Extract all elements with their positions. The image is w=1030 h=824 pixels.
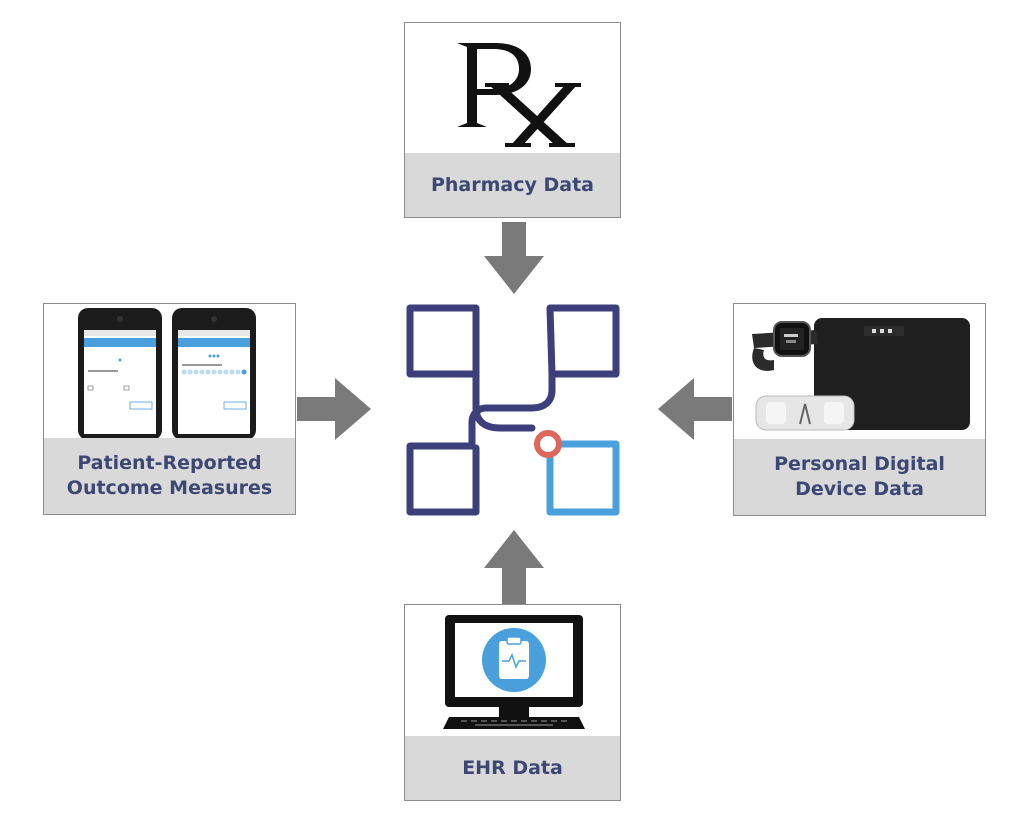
patient-reported-outcome-label: Patient-Reported Outcome Measures: [44, 438, 295, 514]
ehr-data-card: EHR Data: [404, 604, 621, 801]
wearable-devices-icon: [734, 304, 985, 441]
integration-hub-logo-icon: [406, 304, 620, 516]
arrow-right-from-pro: [297, 378, 371, 440]
arrow-left-from-device: [658, 378, 732, 440]
rx-symbol-icon: [405, 23, 620, 155]
pharmacy-data-card: Pharmacy Data: [404, 22, 621, 218]
pharmacy-data-label: Pharmacy Data: [405, 153, 620, 217]
arrow-down-from-pharmacy: [484, 222, 544, 294]
patient-reported-outcome-card: Patient-Reported Outcome Measures: [43, 303, 296, 515]
arrow-up-from-ehr: [484, 530, 544, 604]
computer-monitor-clipboard-icon: [405, 605, 620, 738]
ehr-data-label: EHR Data: [405, 736, 620, 800]
personal-digital-device-card: Personal Digital Device Data: [733, 303, 986, 516]
personal-digital-device-label: Personal Digital Device Data: [734, 439, 985, 515]
smartphones-survey-icon: [44, 304, 295, 440]
